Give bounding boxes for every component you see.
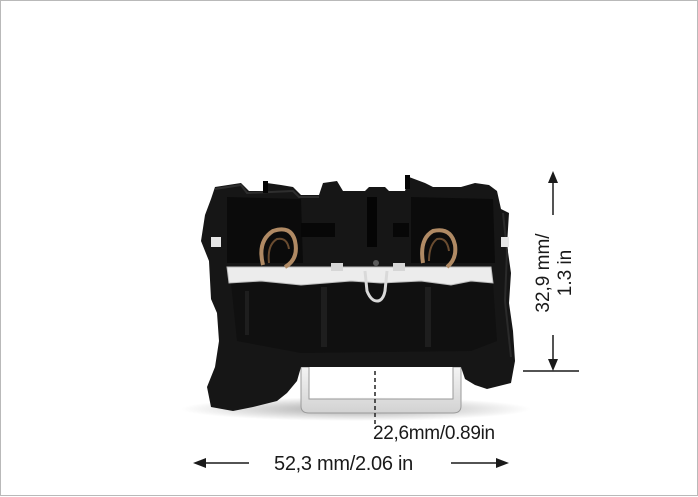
width-arrow-right [496, 458, 509, 468]
housing-rib-1 [321, 287, 327, 347]
center-contact-spring [363, 270, 389, 303]
center-pin [373, 260, 379, 266]
top-notch-right [405, 175, 410, 189]
height-arrow-down [548, 359, 558, 371]
busbar-tab-right [393, 263, 405, 271]
clamp-spring-left-inner [267, 237, 290, 264]
test-opening-right [393, 223, 409, 237]
housing-rib-3 [245, 291, 249, 335]
height-value-in: 1.3 in [555, 249, 576, 297]
housing-recess-left [227, 197, 303, 263]
housing-highlight-edge [502, 212, 512, 358]
housing-highlight-top [214, 183, 319, 198]
width-dimension-label: 52,3 mm/2.06 in [274, 453, 413, 475]
clamp-spring-right-inner [428, 237, 450, 262]
clamp-spring-right [420, 228, 458, 269]
busbar-strip [226, 266, 494, 286]
side-slot-left [211, 237, 221, 247]
busbar-tab-left [331, 263, 343, 271]
top-notch-left [263, 181, 268, 193]
height-dimension-text: 32,9 mm/ 1.3 in [533, 233, 577, 312]
width-arrow-left [193, 458, 206, 468]
height-value-mm: 32,9 mm/ [533, 233, 554, 313]
height-arrow-up [548, 171, 558, 183]
test-opening-left [301, 223, 335, 237]
housing-rib-2 [425, 287, 431, 347]
clamp-spring-left [259, 227, 298, 269]
side-slot-right [501, 237, 509, 247]
center-slot [367, 197, 377, 247]
depth-dimension-label: 22,6mm/0.89in [373, 423, 495, 444]
